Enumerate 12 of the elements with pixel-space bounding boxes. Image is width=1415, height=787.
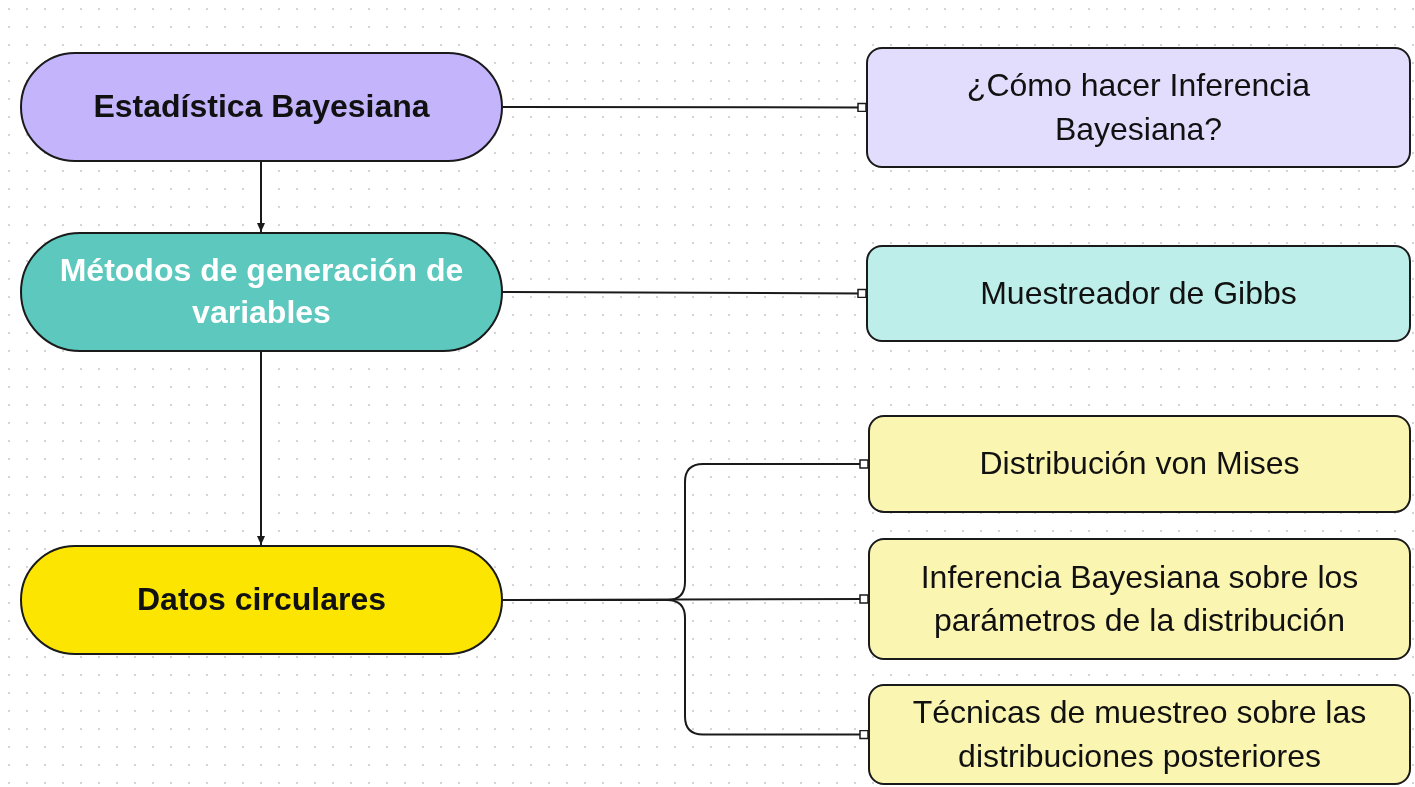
connector-line: [502, 102, 867, 113]
subtopic-box: Técnicas de muestreo sobre las distribuciones posteriores: [868, 684, 1411, 785]
arrow: [257, 351, 265, 546]
arrow: [257, 161, 265, 233]
subtopic-box: Muestreador de Gibbs: [866, 245, 1411, 342]
connector-line: [502, 288, 867, 299]
subtopic-box: ¿Cómo hacer Inferencia Bayesiana?: [866, 47, 1411, 168]
subtopic-box: Distribución von Mises: [868, 415, 1411, 513]
topic-pill: Métodos de generación de variables: [20, 232, 503, 352]
topic-pill: Estadística Bayesiana: [20, 52, 503, 162]
subtopic-box: Inferencia Bayesiana sobre los parámetros de la distribución: [868, 538, 1411, 660]
topic-pill: Datos circulares: [20, 545, 503, 655]
